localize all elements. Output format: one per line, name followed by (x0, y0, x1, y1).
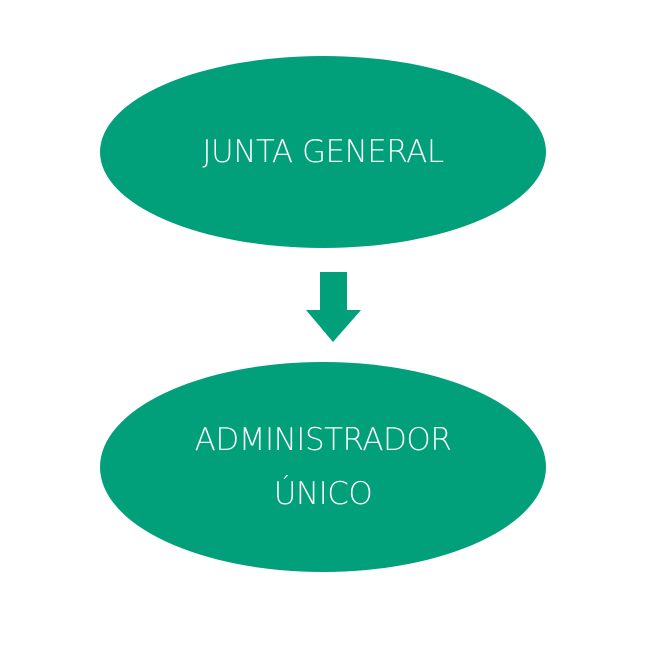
label-line: ÚNICO (273, 476, 373, 512)
node-administrador-unico-label: ADMINISTRADOR ÚNICO (100, 413, 546, 521)
label-line: JUNTA GENERAL (202, 134, 444, 170)
node-junta-general (100, 56, 546, 248)
node-junta-general-label: JUNTA GENERAL (100, 125, 546, 179)
node-administrador-unico (100, 362, 546, 572)
label-line: ADMINISTRADOR (194, 422, 452, 458)
down-arrow-icon (306, 272, 361, 342)
